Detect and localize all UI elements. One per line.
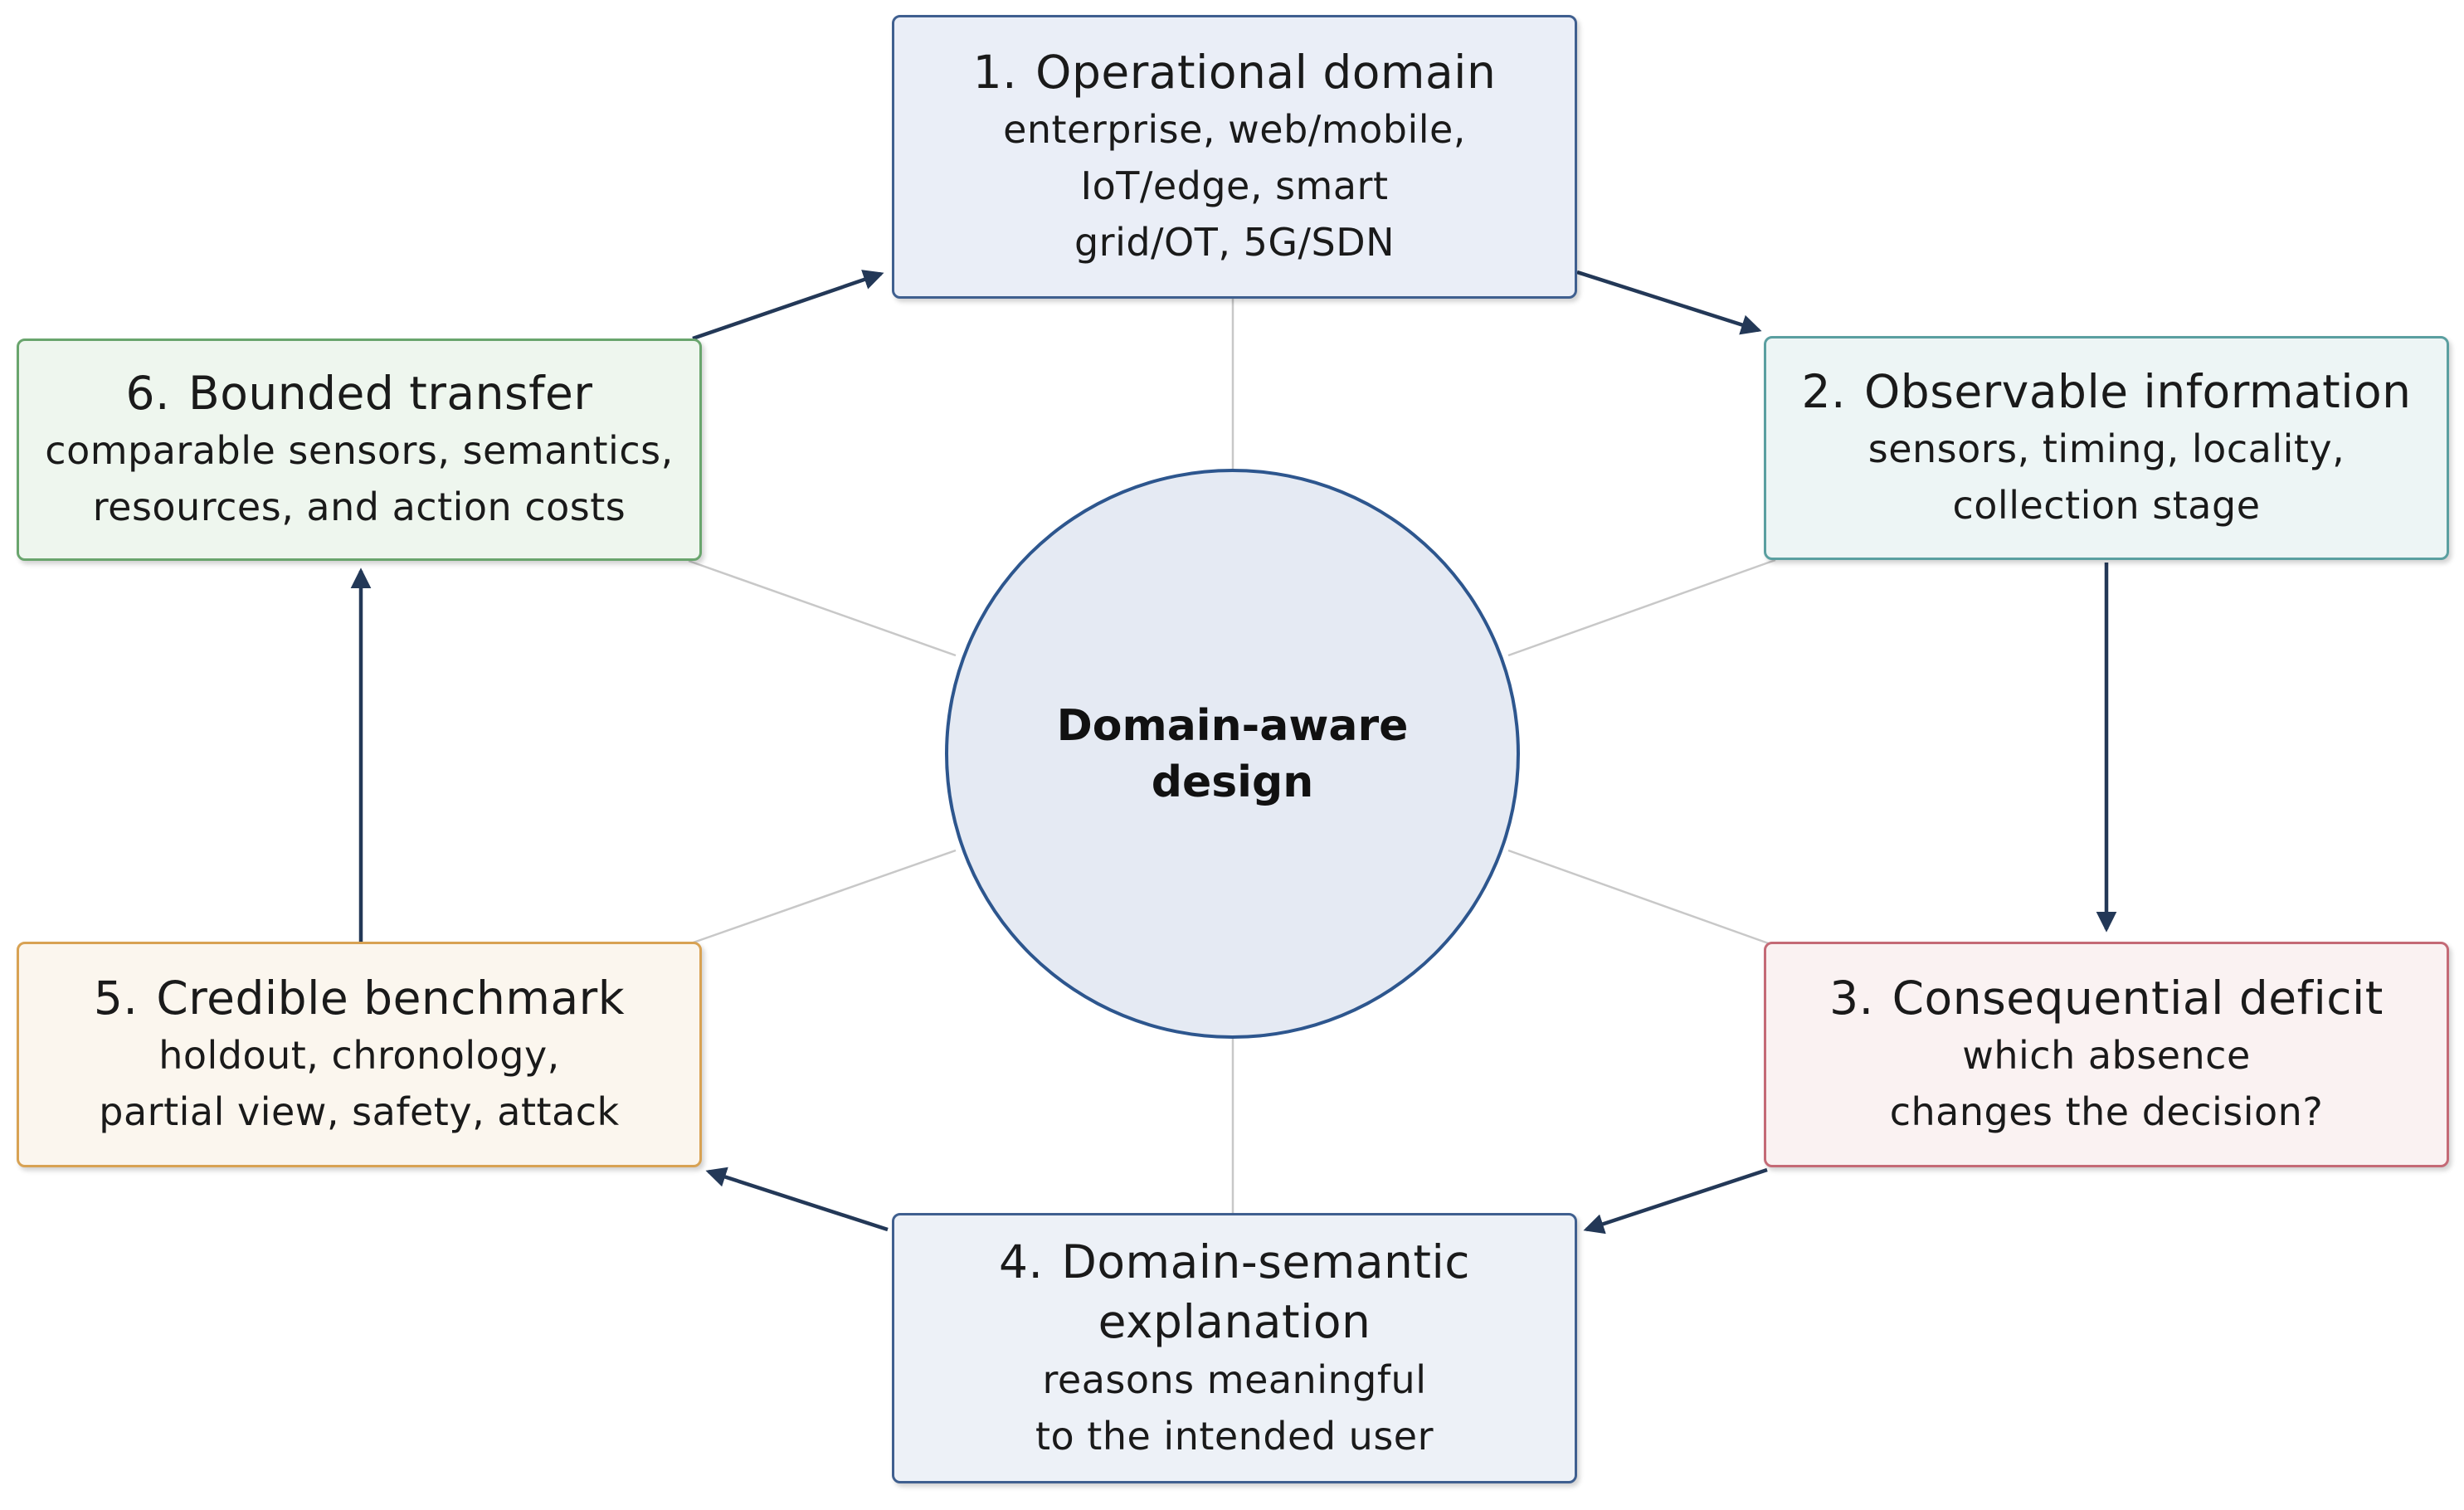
step-6-title: 6. Bounded transfer: [126, 364, 593, 422]
step-2-title-text: Observable information: [1863, 365, 2412, 418]
step-1-desc-line-1: enterprise, web/mobile,: [1003, 107, 1466, 152]
step-2-observable-information: 2. Observable information sensors, timing…: [1764, 336, 2449, 560]
step-4-desc-line-2: to the intended user: [1035, 1414, 1434, 1459]
step-3-desc-line-1: which absence: [1962, 1033, 2251, 1078]
step-3-desc-line-2: changes the decision?: [1889, 1089, 2324, 1134]
step-1-operational-domain: 1. Operational domain enterprise, web/mob…: [892, 15, 1577, 299]
spoke-to-step3: [1507, 849, 1776, 947]
center-label: Domain-aware design: [1056, 700, 1409, 807]
step-4-title-text: Domain-semantic: [1061, 1235, 1470, 1288]
step-4-desc-line-1: reasons meaningful: [1042, 1357, 1427, 1402]
step-5-number: 5.: [93, 972, 139, 1025]
step-4-domain-semantic-explanation: 4. Domain-semantic explanation reasons me…: [892, 1213, 1577, 1483]
spoke-to-step5: [688, 849, 957, 946]
step-5-desc-line-1: holdout, chronology,: [158, 1033, 560, 1078]
step-2-title: 2. Observable information: [1802, 363, 2412, 421]
step-3-consequential-deficit: 3. Consequential deficit which absence ch…: [1764, 942, 2449, 1167]
step-3-title-text: Consequential deficit: [1892, 972, 2384, 1025]
step-5-title: 5. Credible benchmark: [94, 969, 625, 1027]
step-3-title: 3. Consequential deficit: [1829, 969, 2384, 1027]
step-1-desc-line-2: IoT/edge, smart: [1080, 163, 1389, 208]
step-6-desc-line-2: resources, and action costs: [92, 485, 626, 529]
arrow-step6-to-step1: [692, 270, 884, 341]
step-3-number: 3.: [1829, 972, 1874, 1025]
arrow-step1-to-step2: [1576, 270, 1762, 335]
step-1-desc-line-3: grid/OT, 5G/SDN: [1074, 220, 1395, 265]
step-4-title-line-2: explanation: [1098, 1295, 1371, 1348]
step-1-title-text: Operational domain: [1035, 46, 1497, 99]
center-circle: Domain-aware design: [945, 469, 1520, 1039]
step-6-bounded-transfer: 6. Bounded transfer comparable sensors, s…: [17, 339, 702, 561]
step-5-title-text: Credible benchmark: [156, 972, 626, 1025]
step-6-number: 6.: [125, 367, 171, 420]
step-1-number: 1.: [972, 46, 1018, 99]
spoke-to-step6: [688, 559, 957, 657]
step-6-desc-line-1: comparable sensors, semantics,: [45, 428, 674, 473]
arrow-step3-to-step4: [1583, 1167, 1768, 1235]
step-5-desc-line-2: partial view, safety, attack: [99, 1089, 620, 1134]
step-2-desc-line-1: sensors, timing, locality,: [1867, 426, 2345, 471]
arrow-step4-to-step5: [705, 1167, 889, 1232]
step-5-credible-benchmark: 5. Credible benchmark holdout, chronology…: [17, 942, 702, 1167]
spoke-to-step2: [1507, 558, 1776, 657]
step-2-desc-line-2: collection stage: [1952, 483, 2261, 528]
step-2-number: 2.: [1801, 365, 1846, 418]
step-1-title: 1. Operational domain: [973, 43, 1497, 101]
step-6-title-text: Bounded transfer: [188, 367, 593, 420]
step-4-title: 4. Domain-semantic: [999, 1232, 1470, 1292]
step-4-number: 4.: [999, 1235, 1044, 1288]
